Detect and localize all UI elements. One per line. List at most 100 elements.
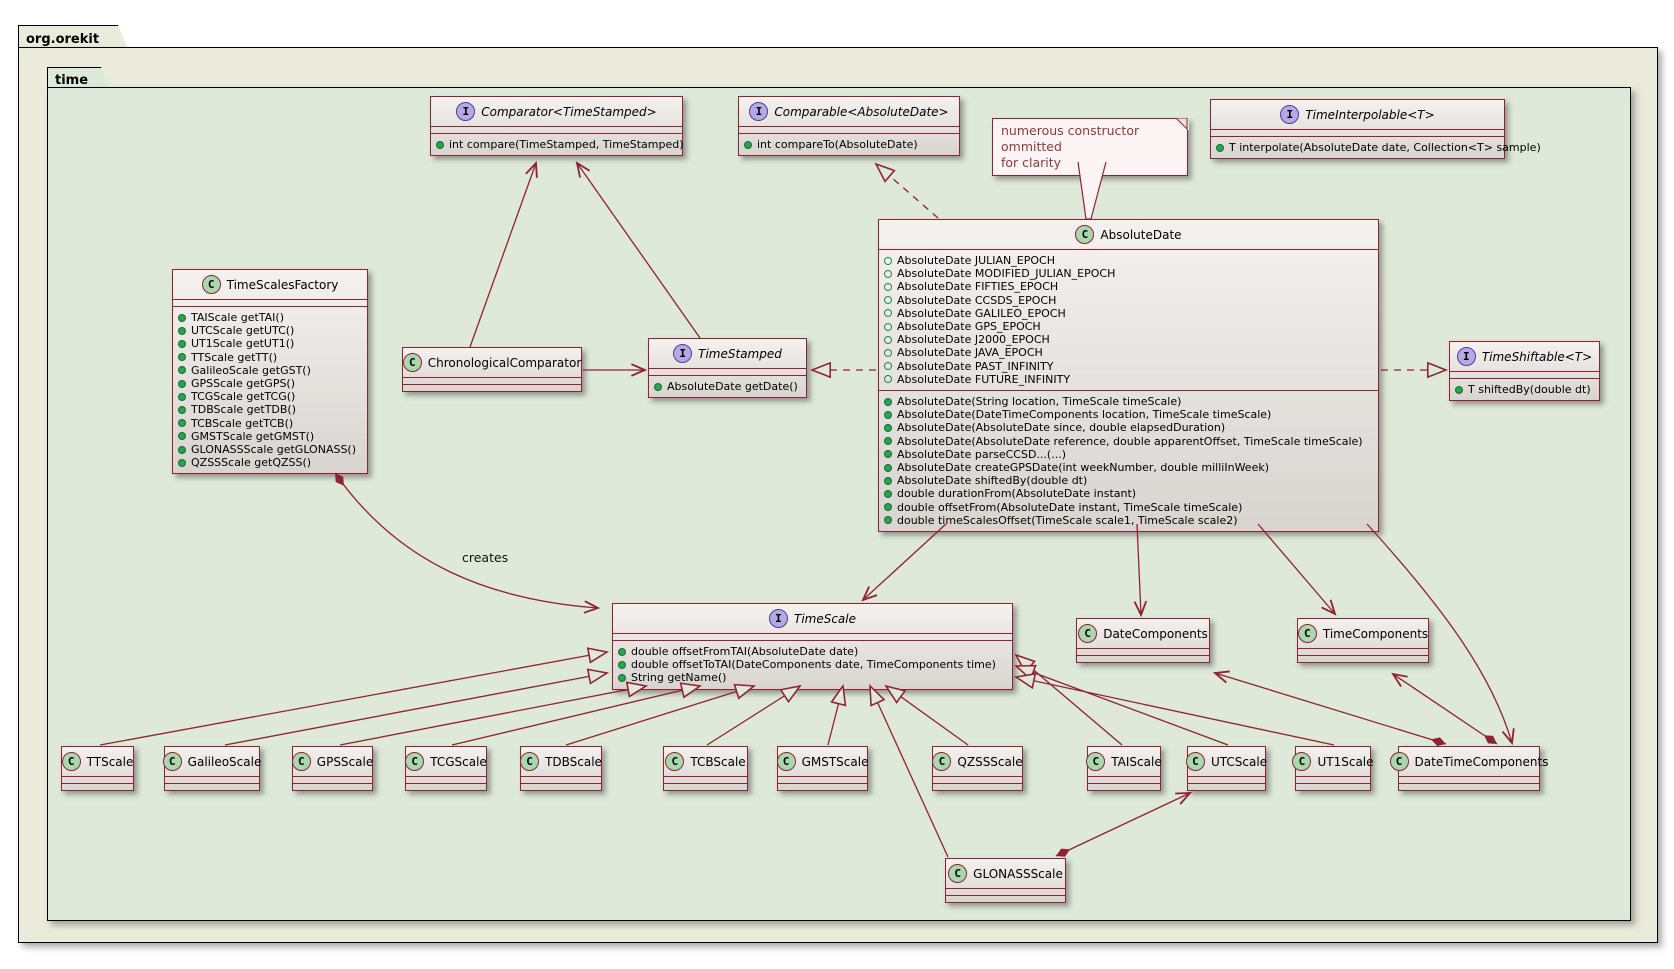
member-row: double timeScalesOffset(TimeScale scale1… <box>884 514 1371 527</box>
methods-section <box>1298 656 1428 662</box>
member-text: T interpolate(AbsoluteDate date, Collect… <box>1229 141 1541 154</box>
member-text: double offsetToTAI(DateComponents date, … <box>631 658 996 672</box>
member-text: AbsoluteDate GALILEO_EPOCH <box>897 306 1066 320</box>
method-visibility-icon <box>178 432 186 441</box>
member-row: AbsoluteDate GPS_EPOCH <box>884 320 1371 333</box>
member-row: AbsoluteDate FIFTIES_EPOCH <box>884 280 1371 293</box>
methods-section: int compareTo(AbsoluteDate) <box>739 134 959 155</box>
method-visibility-icon <box>178 406 186 415</box>
member-text: AbsoluteDate JULIAN_EPOCH <box>897 254 1055 267</box>
methods-section: double offsetFromTAI(AbsoluteDate date)d… <box>613 641 1012 689</box>
fields-section <box>403 378 581 385</box>
method-visibility-icon <box>884 476 892 485</box>
member-text: AbsoluteDate FUTURE_INFINITY <box>897 372 1071 386</box>
method-visibility-icon <box>884 516 892 525</box>
member-text: TCBScale getTCB() <box>191 416 294 430</box>
method-visibility-icon <box>1216 143 1224 152</box>
method-visibility-icon <box>178 313 186 322</box>
member-row: GalileoScale getGST() <box>178 364 360 377</box>
type-name: UT1Scale <box>1317 754 1374 769</box>
field-visibility-icon <box>884 296 892 305</box>
fields-section <box>1399 777 1539 784</box>
member-text: TDBScale getTDB() <box>191 403 297 417</box>
type-name: TimeStamped <box>698 346 782 361</box>
type-name: TTScale <box>86 754 134 769</box>
methods-section: int compare(TimeStamped, TimeStamped) <box>431 134 684 155</box>
member-row: UTCScale getUTC() <box>178 324 360 337</box>
type-name: UTCScale <box>1210 754 1268 769</box>
member-row: AbsoluteDate(DateTimeComponents location… <box>884 408 1371 421</box>
methods-section <box>1188 784 1265 790</box>
package-name-time: time <box>55 72 89 88</box>
member-text: AbsoluteDate createGPSDate(int weekNumbe… <box>897 461 1269 475</box>
member-text: AbsoluteDate shiftedBy(double dt) <box>897 474 1088 488</box>
member-row: double offsetToTAI(DateComponents date, … <box>618 658 1005 671</box>
fields-section <box>406 777 486 784</box>
type-name: AbsoluteDate <box>1100 227 1182 242</box>
fields-section <box>62 777 133 784</box>
field-visibility-icon <box>884 256 892 265</box>
member-row: double offsetFromTAI(AbsoluteDate date) <box>618 645 1005 658</box>
type-name: DateComponents <box>1103 626 1208 641</box>
type-name: TimeScale <box>793 611 857 626</box>
fields-section <box>1088 777 1160 784</box>
class-spot-icon: C <box>162 752 182 771</box>
class-spot-icon: C <box>1292 752 1312 771</box>
method-visibility-icon <box>884 463 892 472</box>
type-name: DateTimeComponents <box>1414 754 1549 769</box>
fields-section <box>1450 372 1599 379</box>
fields-section <box>946 889 1065 896</box>
box-title: C GalileoScale <box>162 747 262 777</box>
fields-section <box>165 777 259 784</box>
type-name: GLONASSScale <box>973 866 1063 881</box>
member-row: GLONASSScale getGLONASS() <box>178 443 360 456</box>
member-text: AbsoluteDate J2000_EPOCH <box>897 333 1050 347</box>
member-text: AbsoluteDate GPS_EPOCH <box>897 320 1041 334</box>
member-row: AbsoluteDate J2000_EPOCH <box>884 333 1371 346</box>
method-visibility-icon <box>884 503 892 512</box>
class-spot-icon: C <box>405 752 425 771</box>
class-spot-icon: C <box>1185 752 1205 771</box>
interface-spot-icon: I <box>768 609 788 628</box>
type-name: GalileoScale <box>187 754 262 769</box>
method-visibility-icon <box>178 379 186 388</box>
member-row: T interpolate(AbsoluteDate date, Collect… <box>1216 141 1541 154</box>
methods-section <box>62 784 133 790</box>
box-title: C UTCScale <box>1185 747 1268 777</box>
member-text: int compare(TimeStamped, TimeStamped) <box>449 138 684 151</box>
fields-section <box>1211 130 1504 137</box>
class-spot-icon: C <box>948 864 968 883</box>
method-visibility-icon <box>884 397 892 406</box>
note-constructors-omitted: numerous constructor ommitted for clarit… <box>992 117 1189 176</box>
member-text: AbsoluteDate(DateTimeComponents location… <box>897 408 1272 422</box>
method-visibility-icon <box>178 458 186 467</box>
methods-section <box>165 784 259 790</box>
type-name: TimeScalesFactory <box>226 277 339 292</box>
type-name: TCBScale <box>690 754 746 769</box>
method-visibility-icon <box>178 353 186 362</box>
method-visibility-icon <box>178 340 186 348</box>
class-spot-icon: C <box>402 353 422 372</box>
member-text: double durationFrom(AbsoluteDate instant… <box>897 487 1137 501</box>
methods-section: T shiftedBy(double dt) <box>1450 379 1599 400</box>
fields-section <box>1296 777 1370 784</box>
fields-section <box>739 127 959 134</box>
method-visibility-icon <box>1455 385 1463 394</box>
member-text: AbsoluteDate parseCCSD...(...) <box>897 447 1066 461</box>
interface-spot-icon: I <box>749 102 769 121</box>
note-fold-icon <box>1175 117 1189 131</box>
